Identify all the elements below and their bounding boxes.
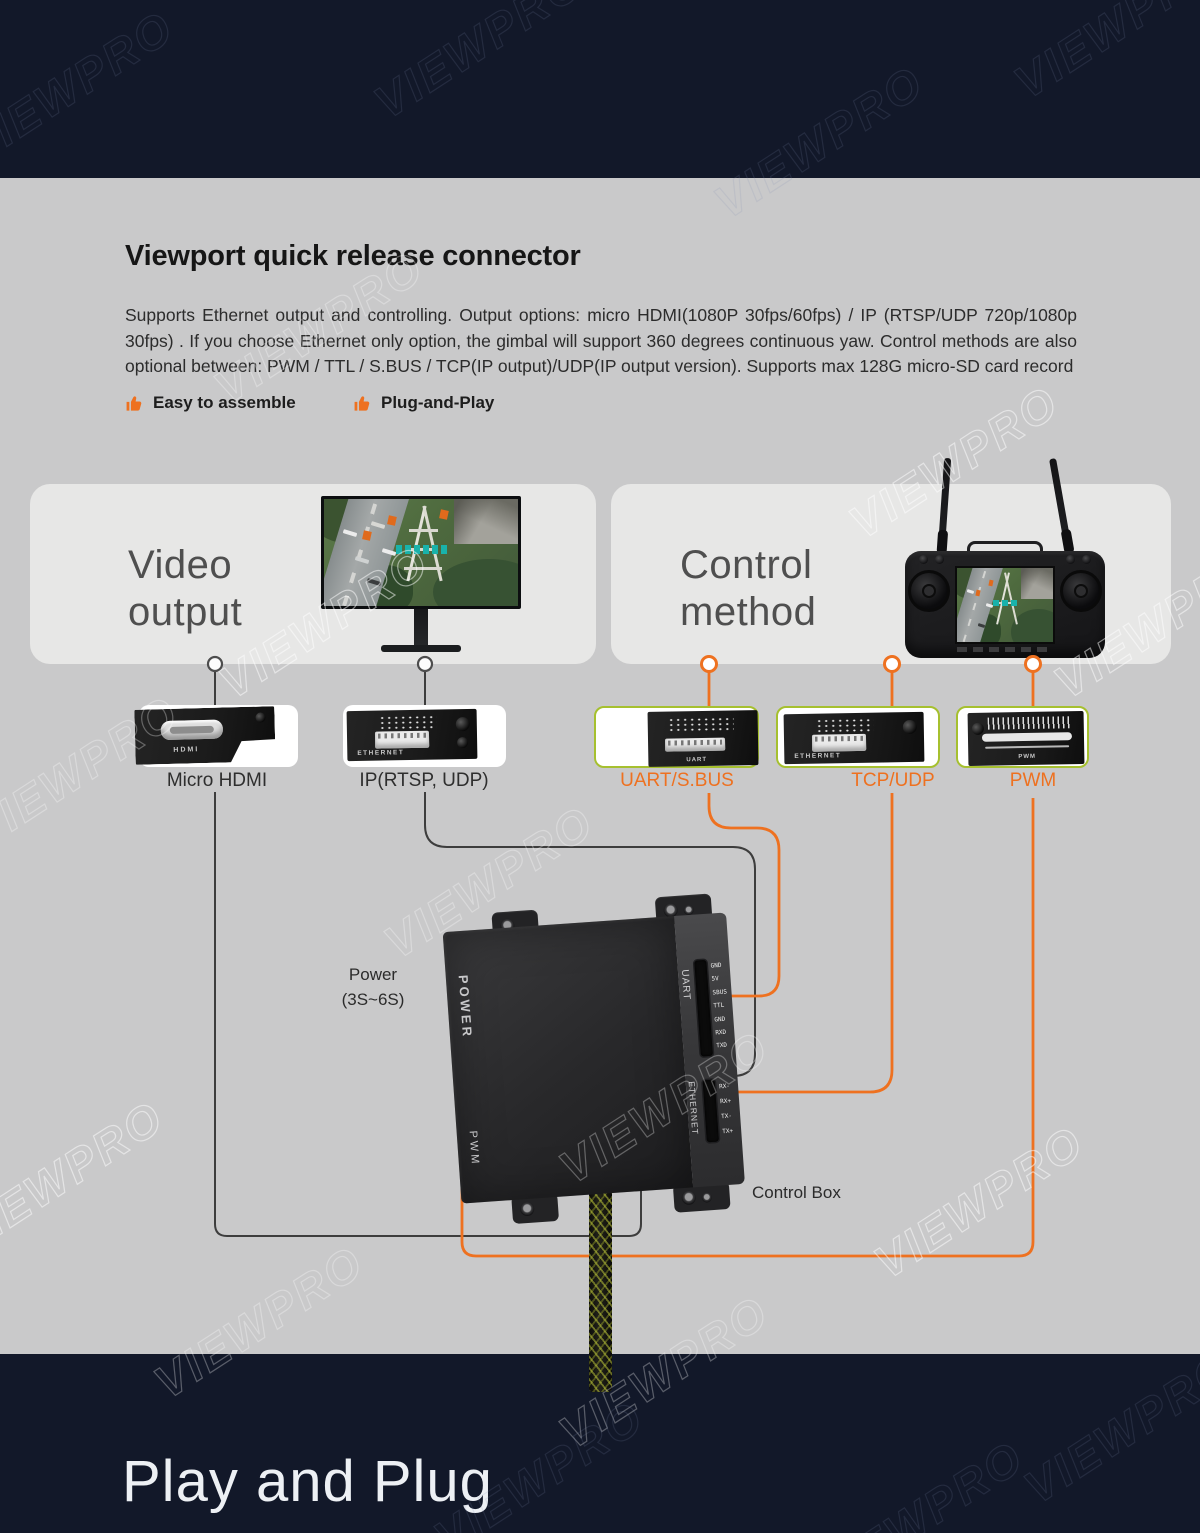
page-title: Viewport quick release connector	[125, 240, 581, 272]
uart-sbus-label: UART/S.BUS	[620, 770, 734, 791]
aerial-video-feed	[324, 499, 518, 606]
ip-node	[416, 655, 434, 673]
tcp-udp-wire	[727, 793, 894, 1094]
monitor-bezel	[321, 496, 521, 609]
tcp-udp-label: TCP/UDP	[851, 770, 935, 791]
slogan: Play and Plug	[122, 1449, 493, 1514]
monitor-base	[381, 645, 461, 652]
feature-easy-to-assemble: Easy to assemble	[125, 393, 296, 413]
power-note: Power (3S~6S)	[341, 965, 405, 1009]
pwm-port-label: PWM	[466, 1130, 482, 1167]
uart-photo: UART	[647, 710, 759, 767]
ethernet-port-slot	[374, 730, 430, 749]
uart-pin-labels: GND 5V SBUS TTL GND RXD TXD	[710, 961, 728, 1050]
pwm-port-slot	[981, 732, 1073, 742]
micro-hdmi-label: Micro HDMI	[166, 770, 268, 791]
controller-screen	[955, 566, 1055, 644]
aerial-video-feed	[957, 568, 1053, 642]
thumbs-up-icon	[354, 395, 370, 411]
pwm-node	[1024, 655, 1042, 673]
feature-label: Plug-and-Play	[381, 393, 495, 412]
control-box-body: POWER PWM UART GND 5V SBUS TTL GND RXD T…	[442, 912, 745, 1204]
braided-power-cable	[589, 1180, 612, 1392]
control-method-title: Control method	[680, 543, 817, 634]
ethernet-slot	[702, 1079, 719, 1143]
pwm-photo: PWM	[967, 710, 1085, 767]
ip-rtsp-udp-label: IP(RTSP, UDP)	[359, 770, 489, 791]
ip-ethernet-wire	[424, 792, 756, 1077]
video-output-title: Video output	[128, 543, 243, 634]
thumbs-up-icon	[126, 395, 142, 411]
joystick-right	[1060, 570, 1102, 612]
hdmi-node	[206, 655, 224, 673]
remote-controller-image	[905, 457, 1105, 658]
monitor-image	[321, 496, 521, 654]
micro-hdmi-connector-card: HDMI	[139, 705, 298, 767]
controller-handle	[967, 541, 1043, 555]
uart-port-group: UART GND 5V SBUS TTL GND RXD TXD	[677, 954, 737, 1069]
pwm-label: PWM	[1009, 770, 1057, 791]
tcp-node	[883, 655, 901, 673]
description-text: Supports Ethernet output and controlling…	[125, 305, 1077, 376]
uart-slot	[694, 959, 713, 1057]
ethernet-port-slot	[811, 733, 867, 752]
micro-hdmi-photo: HDMI	[134, 706, 275, 765]
ethernet-pin-labels: RX- RX+ TX- TX+	[718, 1082, 734, 1136]
power-port-label: POWER	[455, 974, 476, 1040]
tcp-udp-connector-card: ETHERNET	[776, 706, 940, 768]
ethernet-port-group: ETHERNET RX- RX+ TX- TX+	[685, 1074, 743, 1167]
joystick-left	[908, 570, 950, 612]
uart-node	[700, 655, 718, 673]
feature-label: Easy to assemble	[153, 393, 296, 412]
hdmi-port-slot	[161, 720, 223, 741]
controller-buttons	[957, 647, 1053, 652]
control-box-label: Control Box	[752, 1183, 841, 1202]
ip-connector-card: ETHERNET	[343, 705, 506, 767]
top-banner	[0, 0, 1200, 178]
monitor-stand	[414, 609, 428, 647]
control-box-front: POWER PWM	[442, 916, 694, 1204]
ethernet-photo: ETHERNET	[346, 708, 478, 762]
hdmi-wire	[214, 792, 642, 1237]
uart-port-slot	[664, 737, 726, 752]
ethernet-photo: ETHERNET	[783, 711, 925, 765]
feature-plug-and-play: Plug-and-Play	[353, 393, 494, 413]
uart-sbus-connector-card: UART	[594, 706, 759, 768]
uart-sbus-wire	[707, 793, 781, 998]
ethernet-side-label: ETHERNET	[686, 1080, 701, 1136]
pwm-connector-card: PWM	[956, 706, 1089, 768]
control-box-image: POWER PWM UART GND 5V SBUS TTL GND RXD T…	[441, 892, 746, 1229]
uart-side-label: UART	[678, 969, 692, 1001]
controller-body	[905, 551, 1105, 658]
